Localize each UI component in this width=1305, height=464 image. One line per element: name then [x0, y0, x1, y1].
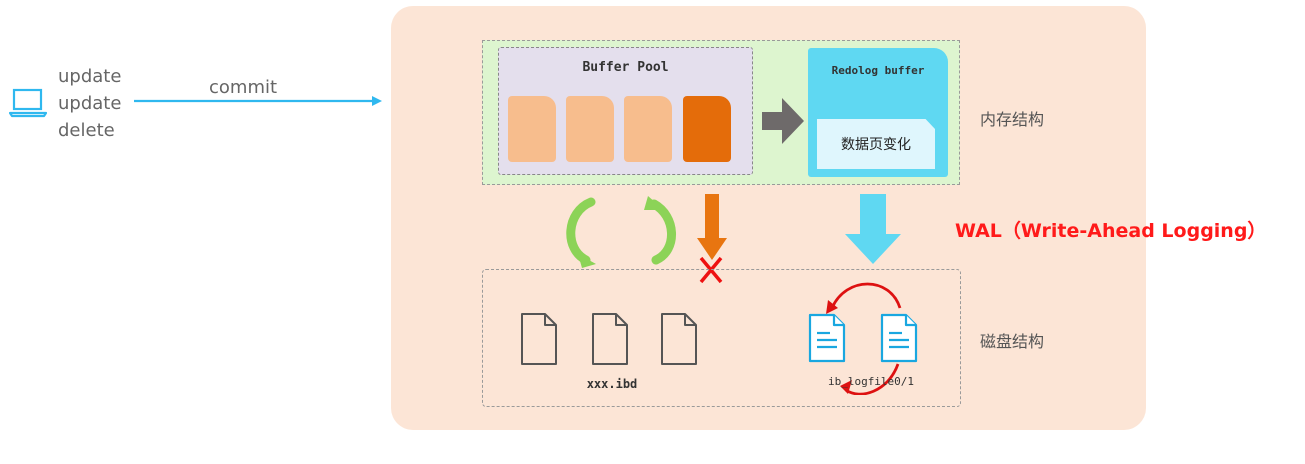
push-to-redolog-arrow: [762, 98, 804, 144]
buffer-page-dirty: [683, 96, 731, 162]
disk-structure-box: [482, 269, 961, 407]
sql-statement: delete: [58, 120, 115, 141]
buffer-page: [566, 96, 614, 162]
logfile-label: ib_logfile0/1: [827, 375, 915, 388]
page-change-label: 数据页变化: [841, 137, 911, 153]
redo-log-file-icon: [880, 313, 918, 363]
redo-log-files-group: [808, 282, 918, 395]
sql-statement: update: [58, 66, 122, 87]
sql-statement-list: update update delete: [58, 63, 121, 144]
data-file-group: [521, 313, 697, 365]
buffer-page: [624, 96, 672, 162]
direct-flush-arrow: [697, 194, 727, 284]
data-file-label: xxx.ibd: [586, 377, 638, 391]
redo-log-file-icon: [808, 313, 846, 363]
data-file-icon: [661, 313, 697, 365]
data-file-icon: [521, 313, 557, 365]
refresh-sync-icon: [566, 196, 676, 268]
buffer-page: [508, 96, 556, 162]
laptop-icon: [8, 88, 48, 124]
wal-title: WAL（Write-Ahead Logging）: [955, 220, 1267, 242]
redolog-flush-arrow: [845, 194, 901, 264]
buffer-pool-title: Buffer Pool: [582, 60, 669, 75]
page-change-record: [817, 119, 935, 169]
commit-arrow: [134, 96, 382, 106]
memory-structure-label: 内存结构: [980, 110, 1045, 129]
disk-structure-label: 磁盘结构: [980, 332, 1045, 351]
redolog-buffer-title: Redolog buffer: [831, 64, 925, 77]
commit-label: commit: [209, 77, 278, 98]
sql-statement: update: [58, 93, 122, 114]
data-file-icon: [592, 313, 628, 365]
